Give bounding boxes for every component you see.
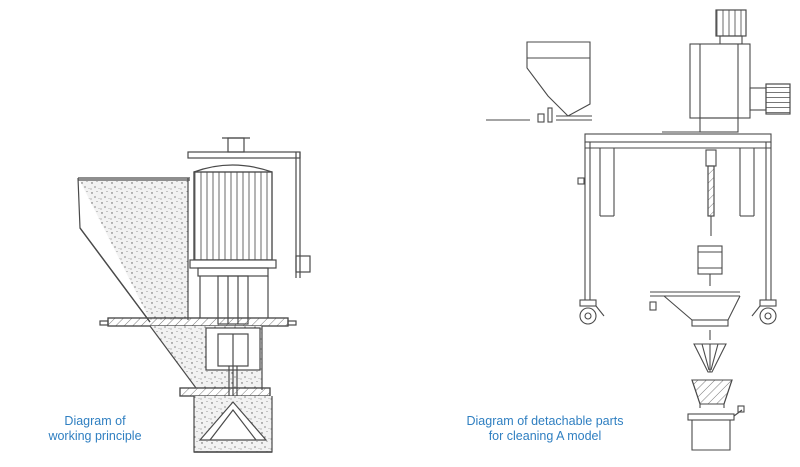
flange-plate <box>99 317 297 327</box>
caption-working-principle: Diagram of working principle <box>20 414 170 444</box>
shaft-housing <box>199 275 269 325</box>
caption-detachable-parts: Diagram of detachable parts for cleaning… <box>420 414 670 444</box>
caster-left <box>579 299 605 325</box>
caster-right <box>751 299 777 325</box>
rotor-cone <box>693 330 727 373</box>
base-cup <box>687 405 745 451</box>
side-motor <box>749 83 791 115</box>
outlet-base <box>179 387 273 453</box>
stator-cone <box>691 379 733 408</box>
working-principle-diagram <box>77 137 311 453</box>
grinding-chamber <box>149 325 263 420</box>
top-motor <box>689 9 751 133</box>
caption-detachable-parts-line-2: for cleaning A model <box>488 429 602 443</box>
motor <box>189 164 277 277</box>
detached-hopper <box>486 41 592 123</box>
detachable-parts-diagram <box>486 9 791 451</box>
funnel-plate <box>649 291 741 327</box>
shaft-assembly <box>705 149 717 236</box>
motor-bracket <box>187 137 311 278</box>
coupling-part <box>697 245 723 286</box>
caption-detachable-parts-line-1: Diagram of detachable parts <box>466 414 624 428</box>
caption-working-principle-line-2: working principle <box>48 429 142 443</box>
hopper <box>77 177 190 323</box>
caption-working-principle-line-1: Diagram of <box>64 414 126 428</box>
support-frame <box>577 131 772 300</box>
